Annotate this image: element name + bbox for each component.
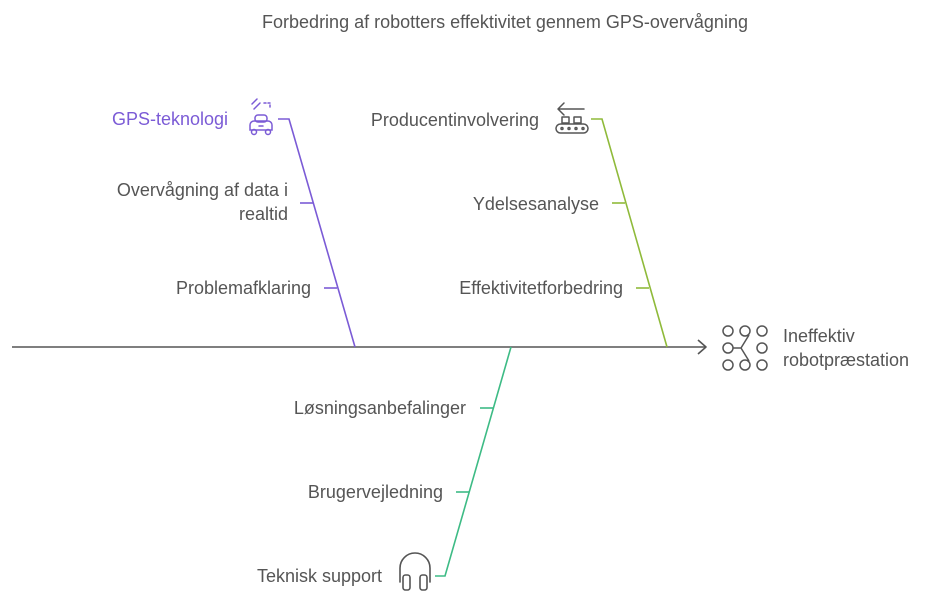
effect-label: Ineffektiv robotpræstation (783, 324, 943, 372)
branch-support-cause-1: Løsningsanbefalinger (293, 398, 466, 418)
conveyor-belt-icon (555, 102, 589, 134)
effect-label-line-2: robotpræstation (783, 350, 910, 370)
branch-gps-cause-1: Overvågning af data i realtid (60, 178, 288, 226)
branch-gps-head: GPS-teknologi (111, 109, 228, 129)
branch-gps-cause-1-line-1: Overvågning af data i (116, 180, 288, 200)
effect-label-line-1: Ineffektiv (783, 326, 855, 346)
branch-gps-cause-2: Problemafklaring (175, 278, 311, 298)
branch-producer-cause-1: Ydelsesanalyse (472, 194, 599, 214)
branch-support (399, 346, 512, 591)
diagram-title: Forbedring af robotters effektivitet gen… (262, 12, 748, 32)
branch-producer-head: Producentinvolvering (370, 110, 539, 130)
branch-support-head: Teknisk support (256, 566, 382, 586)
network-nodes-icon (722, 325, 768, 371)
spine-arrowhead (697, 339, 707, 355)
branch-support-line (435, 346, 512, 577)
robot-car-gps-icon (249, 98, 273, 136)
headset-icon (399, 552, 431, 591)
branch-gps-cause-1-line-2: realtid (238, 204, 288, 224)
branch-producer-cause-2: Effektivitetforbedring (459, 278, 623, 298)
branch-support-cause-2: Brugervejledning (307, 482, 443, 502)
branch-gps-line (278, 118, 356, 348)
branch-gps (249, 98, 356, 348)
branch-producer-line (591, 118, 668, 348)
branch-producer (555, 102, 668, 348)
